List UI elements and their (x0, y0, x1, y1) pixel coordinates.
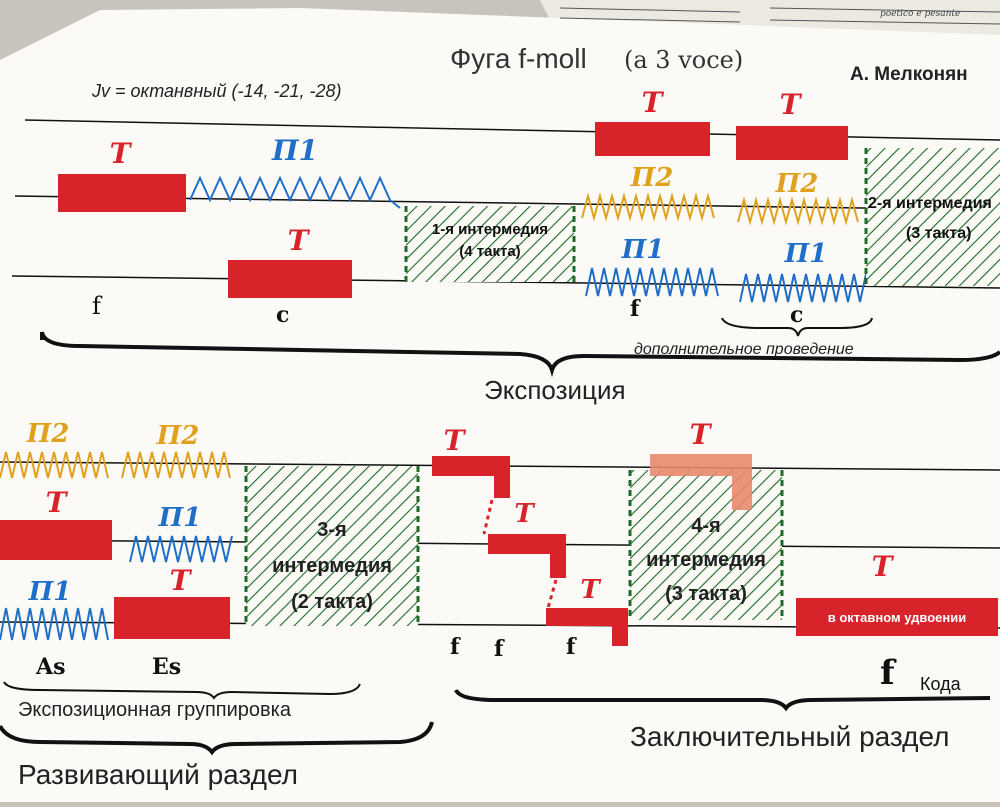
stretto-symbol-3: T (580, 575, 601, 605)
bottom-countersubject-1-symbol-b: П1 (28, 577, 72, 607)
bottom-subject-symbol-1: T (46, 486, 69, 519)
bottom-countersubject-2-symbol-b: П2 (156, 421, 200, 451)
countersubject-1-wave-c (739, 273, 867, 303)
stretto-symbol-1: T (444, 424, 467, 457)
subject-symbol-4: T (780, 88, 803, 121)
countersubject-1-wave-b (585, 267, 719, 297)
expo-group-brace (3, 681, 361, 700)
faded-subject-entry (650, 454, 752, 510)
key-label-f-2: f (630, 296, 641, 322)
final-section-label: Заключительный раздел (630, 721, 949, 752)
countersubject-1-symbol-c: П1 (784, 239, 828, 269)
subject-entry-4 (736, 126, 848, 160)
bottom-subject-symbol-2: T (170, 564, 193, 597)
key-label-f-5: f (566, 634, 577, 660)
subject-entry-2 (228, 260, 352, 298)
final-section-brace (454, 688, 991, 712)
bottom-countersubject-1-wave-b (0, 607, 109, 641)
interlude-4-word: интермедия (646, 549, 766, 571)
stretto-symbol-2: T (514, 499, 535, 529)
page-title: Фуга f-moll (450, 43, 587, 74)
coda-label: Кода (920, 674, 962, 694)
author-name: А. Мелконян (850, 64, 968, 85)
bottom-countersubject-1-symbol-a: П1 (158, 503, 202, 533)
subject-symbol-1: T (110, 137, 133, 170)
interlude-3-box: 3-я интермедия (2 такта) (244, 466, 420, 626)
interlude-2-title: 2-я интермедия (868, 195, 992, 212)
countersubject-2-symbol-a: П2 (630, 163, 674, 193)
key-label-es: Es (152, 654, 181, 680)
key-label-f-3: f (450, 634, 461, 660)
interlude-1-title: 1-я интермедия (432, 221, 548, 238)
key-label-as: As (35, 654, 65, 680)
bottom-countersubject-1-wave-a (129, 535, 233, 563)
jv-note: Jv = октанвный (-14, -21, -28) (91, 81, 342, 101)
interlude-3-length: (2 такта) (291, 591, 373, 613)
interlude-2-length: (3 такта) (906, 225, 971, 242)
subject-entry-1 (58, 174, 186, 212)
interlude-1-length: (4 такта) (459, 243, 520, 260)
music-sheet-scribbles (559, 7, 1000, 25)
bottom-subject-entry-2 (114, 597, 230, 639)
development-brace (0, 721, 434, 756)
octave-doubling-label: в октавном удвоении (828, 610, 966, 625)
interlude-2-box: 2-я интермедия (3 такта) (864, 148, 1000, 286)
countersubject-2-wave-b (737, 196, 859, 226)
interlude-4-title: 4-я (691, 515, 720, 537)
page-subtitle: (a 3 voce) (624, 46, 743, 74)
key-label-c-2: c (790, 302, 803, 328)
extra-entry-label: дополнительное проведение (634, 341, 854, 358)
octave-doubling-entry (796, 598, 998, 636)
poster-paper (0, 8, 1000, 802)
exposition-label: Экспозиция (484, 375, 626, 405)
interlude-1-box: 1-я интермедия (4 такта) (404, 206, 576, 282)
key-label-f-coda: f (880, 653, 897, 693)
countersubject-1-wave (189, 175, 401, 209)
bottom-countersubject-2-wave-a (0, 451, 109, 479)
countersubject-2-symbol-b: П2 (775, 169, 819, 199)
interlude-4-length: (3 такта) (665, 583, 747, 605)
bottom-countersubject-2-wave-b (121, 451, 231, 479)
octave-subject-symbol: T (872, 550, 895, 583)
interlude-4-box: T 4-я интермедия (3 такта) (628, 418, 784, 620)
extra-entry-bracket (721, 317, 873, 337)
countersubject-1-symbol-b: П1 (621, 235, 665, 265)
development-label: Развивающий раздел (18, 759, 298, 790)
key-label-c-1: c (276, 302, 289, 328)
interlude-3-word: интермедия (272, 555, 392, 577)
bottom-countersubject-2-symbol-a: П2 (26, 419, 70, 449)
expo-group-label: Экспозиционная группировка (18, 699, 292, 721)
stretto-staircase: T T T (432, 424, 628, 646)
interlude-3-title: 3-я (317, 519, 346, 541)
countersubject-2-wave-a (581, 192, 715, 222)
sheet-scribble-text: poetico e pesante (880, 9, 960, 19)
key-label-f-4: f (494, 636, 505, 662)
countersubject-1-symbol: П1 (271, 134, 318, 167)
bottom-subject-entry-1 (0, 520, 112, 560)
key-label-f-1: f (92, 292, 103, 320)
subject-entry-3 (595, 122, 710, 156)
faded-subject-symbol: T (690, 418, 713, 451)
subject-symbol-2: T (288, 224, 311, 257)
subject-symbol-3: T (642, 86, 665, 119)
exposition-brace (40, 331, 1000, 378)
